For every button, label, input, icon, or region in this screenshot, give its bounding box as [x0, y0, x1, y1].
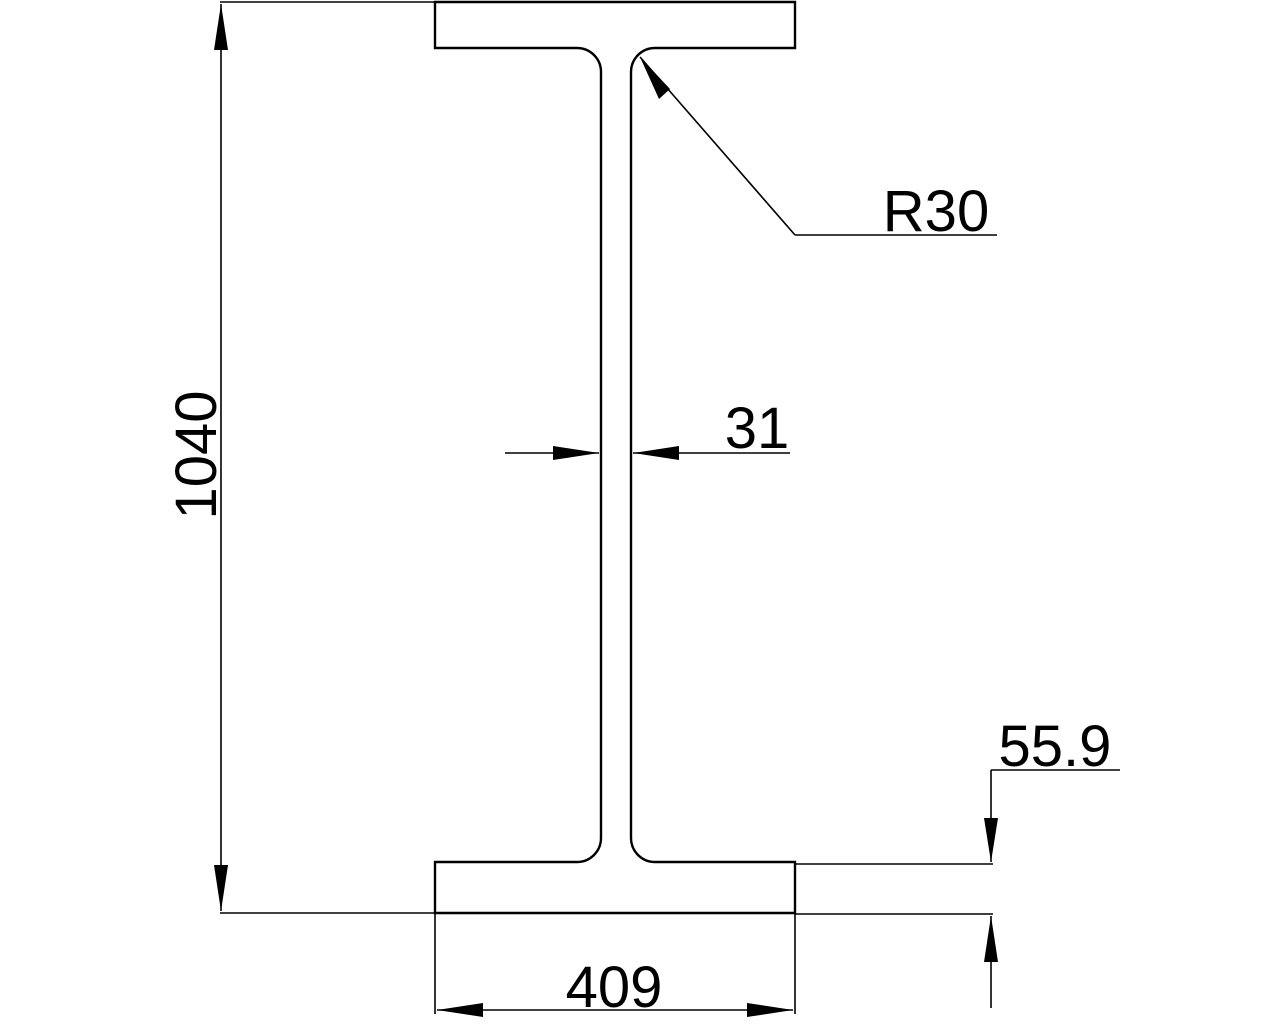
height-arrow-top	[214, 4, 228, 50]
flange-arrow-top	[984, 818, 998, 862]
width-arrow-left	[437, 1003, 483, 1017]
flange-width-dimension: 409	[434, 913, 796, 1020]
height-arrow-bottom	[214, 865, 228, 911]
width-arrow-right	[747, 1003, 793, 1017]
web-thickness-dimension: 31	[505, 396, 790, 461]
fillet-radius-callout: R30	[639, 56, 997, 244]
web-arrow-left	[553, 446, 599, 460]
flange-thickness-dimension: 55.9	[795, 714, 1120, 1008]
height-value: 1040	[164, 390, 229, 519]
height-dimension: 1040	[164, 1, 435, 914]
width-value: 409	[566, 955, 663, 1020]
web-arrow-right	[633, 446, 679, 460]
flange-thickness-value: 55.9	[999, 714, 1112, 779]
web-thickness-value: 31	[725, 396, 790, 461]
flange-arrow-bottom	[984, 916, 998, 962]
fillet-radius-value: R30	[883, 179, 989, 244]
radius-arrow	[640, 57, 670, 99]
